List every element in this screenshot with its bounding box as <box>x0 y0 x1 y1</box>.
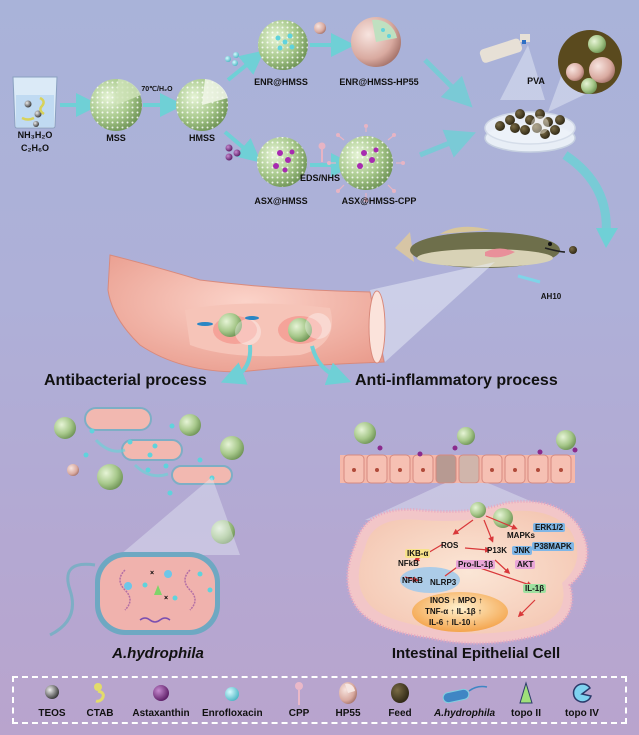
fish-illustration <box>395 226 577 284</box>
antibacterial-process-title: Antibacterial process <box>44 372 207 389</box>
bacteria-panel-title: A.hydrophila <box>112 645 204 662</box>
akt-label: AKT <box>515 560 536 569</box>
astaxanthin-molecules <box>225 144 241 161</box>
nfkb-top-label: NFkB <box>398 559 419 568</box>
ikb-label: IKB-α <box>405 549 431 558</box>
svg-text:×: × <box>164 595 168 602</box>
legend-label: CTAB <box>86 708 114 719</box>
epithelial-cell-magnified <box>346 499 589 645</box>
arrow-to-feed-top <box>423 58 473 108</box>
enr-hmss-hp55-particle <box>351 17 401 67</box>
legend: TEOS CTAB Astaxanthin Enrofloxacin CPP H… <box>12 676 627 724</box>
legend-item-enrofloxacin: Enrofloxacin <box>202 678 263 722</box>
spray-bottle-icon <box>479 34 530 63</box>
legend-item-feed: Feed <box>370 678 430 722</box>
asx-hmss-cpp-label: ASX@HMSS-CPP <box>341 196 417 206</box>
arrow-to-anti-inflammatory <box>310 345 352 386</box>
hp55-shell-icon <box>339 682 357 704</box>
legend-label: HP55 <box>335 708 361 719</box>
legend-item-ctab: CTAB <box>70 678 130 722</box>
legend-label: topo IV <box>565 708 599 719</box>
magnify-cone <box>370 262 495 362</box>
ros-label: ROS <box>441 541 459 550</box>
precursor-label-1: NH₃H₂O <box>17 130 53 140</box>
il1b-label: IL-1β <box>523 584 547 593</box>
legend-label: Astaxanthin <box>132 708 190 719</box>
enrofloxacin-molecules <box>225 52 239 66</box>
bacterium-magnified: × × <box>49 552 220 637</box>
legend-label: Enrofloxacin <box>202 708 263 719</box>
coupling-label: EDS/NHS <box>299 173 341 183</box>
nfkb-label: NFkB <box>402 576 423 585</box>
bacteria-cluster <box>54 407 244 544</box>
asx-hmss-cpp-particle <box>327 124 405 202</box>
intestine-illustration <box>107 254 386 373</box>
marker-line-3: IL-6 ↑ IL-10 ↓ <box>429 618 477 627</box>
legend-label: TEOS <box>38 708 66 719</box>
strain-label: AH10 <box>540 292 562 301</box>
p38mapk-label: P38MAPK <box>532 542 574 551</box>
enr-hmss-label: ENR@HMSS <box>254 77 308 87</box>
arrow-to-antibacterial <box>220 344 253 385</box>
jnk-label: JNK <box>512 546 533 555</box>
cpp-icon <box>318 142 326 162</box>
mss-particle <box>90 79 142 131</box>
precursor-label-2: C₂H₆O <box>20 143 50 153</box>
pro-il1b-label: Pro-IL-1β <box>456 560 496 569</box>
asx-hmss-particle <box>257 137 307 187</box>
spray-cone <box>500 45 545 100</box>
topo-iv-pacman-icon <box>572 683 592 703</box>
enr-hmss-particle <box>258 20 308 70</box>
feed-magnified-inset <box>558 30 622 94</box>
arrow-to-asx <box>223 130 262 163</box>
pva-label: PVA <box>527 76 545 86</box>
legend-item-hp55: HP55 <box>318 678 378 722</box>
arrow-to-fish <box>562 151 611 236</box>
cpp-lollipop-icon <box>295 682 303 705</box>
mapks-label: MAPKs <box>507 531 536 540</box>
mss-label: MSS <box>106 133 126 143</box>
marker-line-1: INOS ↑ MPO ↑ <box>430 596 483 605</box>
p13k-label: P13K <box>487 546 508 555</box>
legend-label: topo II <box>511 708 541 719</box>
legend-label: CPP <box>288 708 310 719</box>
teos-sphere-icon <box>45 685 59 699</box>
legend-item-topo-iv: topo IV <box>552 678 612 722</box>
svg-text:×: × <box>150 570 154 577</box>
legend-item-teos: TEOS <box>22 678 82 722</box>
marker-line-2: TNF-α ↑ IL-1β ↑ <box>425 607 482 616</box>
bacterium-icon <box>442 685 488 704</box>
ctab-molecule-icon <box>94 683 105 703</box>
condition-label: 70℃/H₂O <box>141 86 173 93</box>
topo-ii-triangle-icon <box>519 681 533 704</box>
enr-hmss-hp55-label: ENR@HMSS-HP55 <box>339 77 419 87</box>
legend-item-topo-ii: topo II <box>496 678 556 722</box>
enrofloxacin-sphere-icon <box>225 687 239 701</box>
anti-inflammatory-process-title: Anti-inflammatory process <box>355 372 558 389</box>
hp55-icon <box>314 22 326 34</box>
legend-item-astaxanthin: Astaxanthin <box>131 678 191 722</box>
arrow-to-enr <box>226 50 265 82</box>
legend-item-a-hydrophila: A.hydrophila <box>434 678 496 722</box>
hmss-particle <box>176 79 228 131</box>
nlrp3-label: NLRP3 <box>430 578 457 587</box>
hmss-label: HMSS <box>188 133 216 143</box>
beaker-icon <box>12 76 58 129</box>
asx-hmss-label: ASX@HMSS <box>254 196 308 206</box>
legend-item-cpp: CPP <box>269 678 329 722</box>
astaxanthin-sphere-icon <box>153 685 169 701</box>
erk-label: ERK1/2 <box>533 523 566 532</box>
arrow-to-feed-bottom <box>419 129 476 158</box>
legend-label: A.hydrophila <box>434 708 496 719</box>
epithelial-cell-row <box>340 422 578 484</box>
bacteria-magnify-cone <box>120 477 240 555</box>
cell-panel-title: Intestinal Epithelial Cell <box>391 645 561 662</box>
feed-pellet-icon <box>391 683 409 703</box>
legend-label: Feed <box>388 708 412 719</box>
petri-dish-feed <box>484 109 576 153</box>
